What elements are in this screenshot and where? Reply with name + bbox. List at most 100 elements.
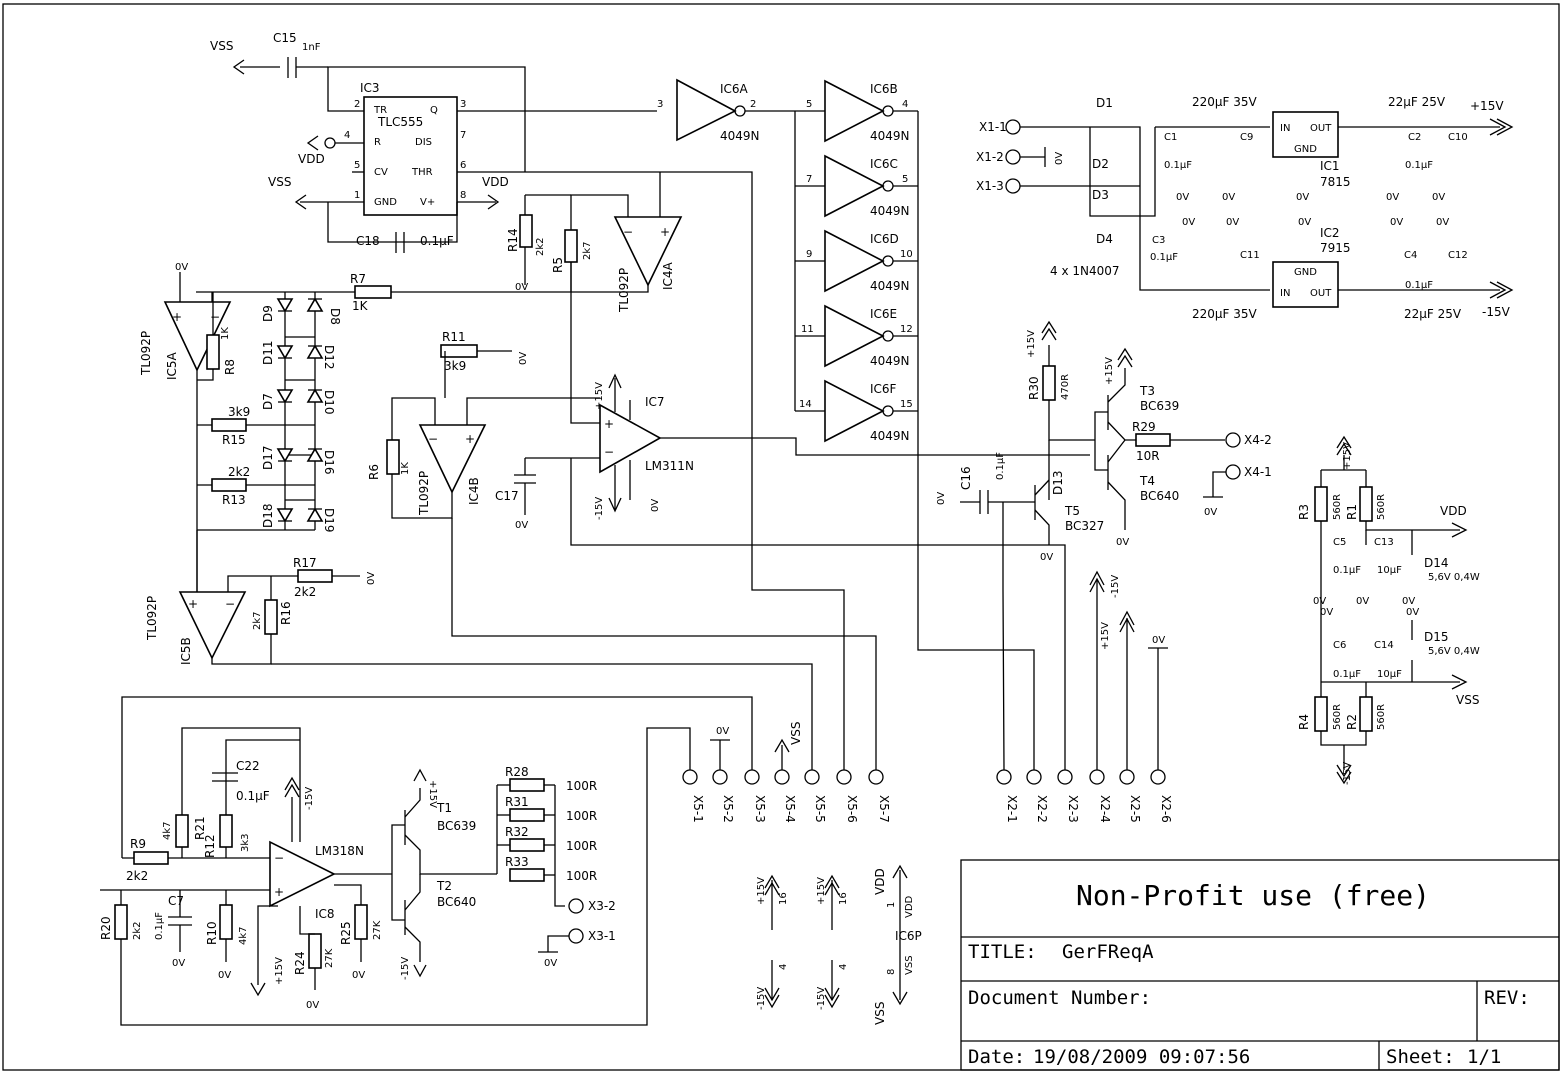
svg-text:VDD: VDD: [873, 868, 887, 895]
svg-text:IC6C: IC6C: [870, 157, 898, 171]
svg-text:220µF 35V: 220µF 35V: [1192, 307, 1258, 321]
svg-text:C11: C11: [1240, 250, 1260, 261]
svg-text:X1-1: X1-1: [979, 120, 1007, 134]
svg-text:D15: D15: [1424, 630, 1449, 644]
svg-text:D19: D19: [322, 508, 336, 533]
diode-symbol: [306, 447, 324, 462]
svg-text:OUT: OUT: [1310, 288, 1332, 299]
svg-text:560R: 560R: [1332, 494, 1343, 520]
connector-pin: [744, 769, 760, 785]
svg-text:2k2: 2k2: [228, 465, 250, 479]
inverter-labels: IC6A 4049N IC6B 4049N IC6C 4049N IC6D 40…: [657, 82, 913, 443]
sheet-value: 1/1: [1467, 1046, 1501, 1068]
svg-text:IC4A: IC4A: [661, 261, 675, 290]
svg-text:TLC555: TLC555: [377, 115, 423, 129]
svg-text:0V: 0V: [1402, 596, 1415, 607]
svg-text:2k2: 2k2: [294, 585, 316, 599]
svg-text:100R: 100R: [566, 779, 597, 793]
svg-text:C13: C13: [1374, 537, 1394, 548]
svg-text:+: +: [604, 417, 614, 431]
svg-text:2k2: 2k2: [535, 237, 546, 256]
connector-pin: [1026, 769, 1042, 785]
svg-text:C14: C14: [1374, 640, 1394, 651]
svg-text:560R: 560R: [1376, 704, 1387, 730]
svg-text:3: 3: [657, 99, 663, 110]
svg-text:0V: 0V: [1182, 217, 1195, 228]
svg-text:D1: D1: [1096, 96, 1113, 110]
svg-text:VSS: VSS: [268, 175, 291, 189]
svg-text:5,6V 0,4W: 5,6V 0,4W: [1428, 572, 1480, 583]
svg-text:0V: 0V: [1386, 192, 1399, 203]
ic8-output-stage: − + LM318N IC8 R9 2k2 4k7 R21 R12 3k3 C2…: [99, 696, 753, 1026]
svg-text:0.1µF: 0.1µF: [1405, 280, 1433, 291]
svg-text:+15V: +15V: [1100, 622, 1111, 650]
svg-text:D8: D8: [328, 308, 342, 325]
svg-text:4 x 1N4007: 4 x 1N4007: [1050, 264, 1120, 278]
svg-text:8: 8: [886, 969, 897, 975]
svg-text:10µF: 10µF: [1377, 565, 1402, 576]
svg-text:R1: R1: [1345, 504, 1359, 520]
svg-text:22µF 25V: 22µF 25V: [1388, 95, 1446, 109]
rev-label: REV:: [1484, 987, 1530, 1009]
svg-text:IN: IN: [1280, 123, 1290, 134]
svg-text:0V: 0V: [515, 282, 528, 293]
svg-text:BC640: BC640: [1140, 489, 1179, 503]
svg-text:R16: R16: [279, 601, 293, 625]
svg-text:R2: R2: [1345, 714, 1359, 730]
svg-text:TR: TR: [373, 105, 387, 116]
svg-text:R13: R13: [222, 493, 246, 507]
svg-text:C10: C10: [1448, 132, 1468, 143]
svg-text:−: −: [604, 445, 614, 459]
svg-text:R6: R6: [367, 464, 381, 480]
svg-text:X1-3: X1-3: [976, 179, 1004, 193]
connector-pin: [868, 769, 884, 785]
svg-text:T2: T2: [436, 879, 452, 893]
power-supply: X1-1 X1-2 X1-3 0V D1 D2 D3 D4 4 x 1N4007…: [976, 95, 1514, 321]
svg-text:R25: R25: [339, 921, 353, 945]
connector-rails: 0V VSS -15V +15V 0V: [710, 455, 1168, 770]
svg-text:0V: 0V: [1222, 192, 1235, 203]
svg-text:VDD: VDD: [904, 895, 915, 918]
svg-text:-15V: -15V: [816, 987, 827, 1010]
connector-pin-label: X5-4: [783, 795, 797, 823]
inverter-gate: [676, 78, 737, 142]
svg-text:OUT: OUT: [1310, 123, 1332, 134]
svg-text:VSS: VSS: [1456, 693, 1479, 707]
svg-text:IC6F: IC6F: [870, 382, 897, 396]
svg-text:12: 12: [900, 324, 913, 335]
svg-text:R32: R32: [505, 825, 529, 839]
svg-text:0.1µF: 0.1µF: [154, 912, 165, 940]
svg-text:4049N: 4049N: [870, 204, 910, 218]
svg-text:CV: CV: [374, 167, 388, 178]
diode-symbol: [276, 389, 294, 404]
svg-text:0V: 0V: [1054, 152, 1065, 165]
svg-text:1K: 1K: [220, 327, 231, 340]
svg-text:1nF: 1nF: [302, 42, 321, 53]
svg-text:4049N: 4049N: [870, 429, 910, 443]
svg-text:0.1µF: 0.1µF: [1150, 252, 1178, 263]
svg-text:0V: 0V: [1390, 217, 1403, 228]
svg-text:R17: R17: [293, 556, 317, 570]
svg-text:+: +: [660, 225, 670, 239]
ic6-inverter-bank: [676, 78, 919, 455]
svg-text:7915: 7915: [1320, 241, 1351, 255]
svg-text:R3: R3: [1297, 504, 1311, 520]
svg-text:R8: R8: [223, 359, 237, 375]
svg-text:R14: R14: [506, 228, 520, 252]
svg-text:+: +: [274, 885, 284, 899]
reference-supply: +15V VDD VSS -15V R3 560R R1 560R R4 560…: [1297, 435, 1480, 785]
svg-text:X4-2: X4-2: [1244, 433, 1272, 447]
svg-text:−: −: [274, 851, 284, 865]
svg-text:5: 5: [354, 160, 360, 171]
svg-text:+15V: +15V: [1104, 357, 1115, 385]
svg-text:−: −: [210, 310, 220, 324]
svg-text:T3: T3: [1139, 384, 1155, 398]
svg-text:BC639: BC639: [437, 819, 476, 833]
svg-text:0V: 0V: [1040, 552, 1053, 563]
svg-text:−: −: [428, 432, 438, 446]
svg-text:D18: D18: [261, 503, 275, 528]
svg-text:GND: GND: [1294, 144, 1317, 155]
svg-text:16: 16: [838, 892, 849, 905]
svg-text:−: −: [225, 597, 235, 611]
svg-text:IC6B: IC6B: [870, 82, 898, 96]
